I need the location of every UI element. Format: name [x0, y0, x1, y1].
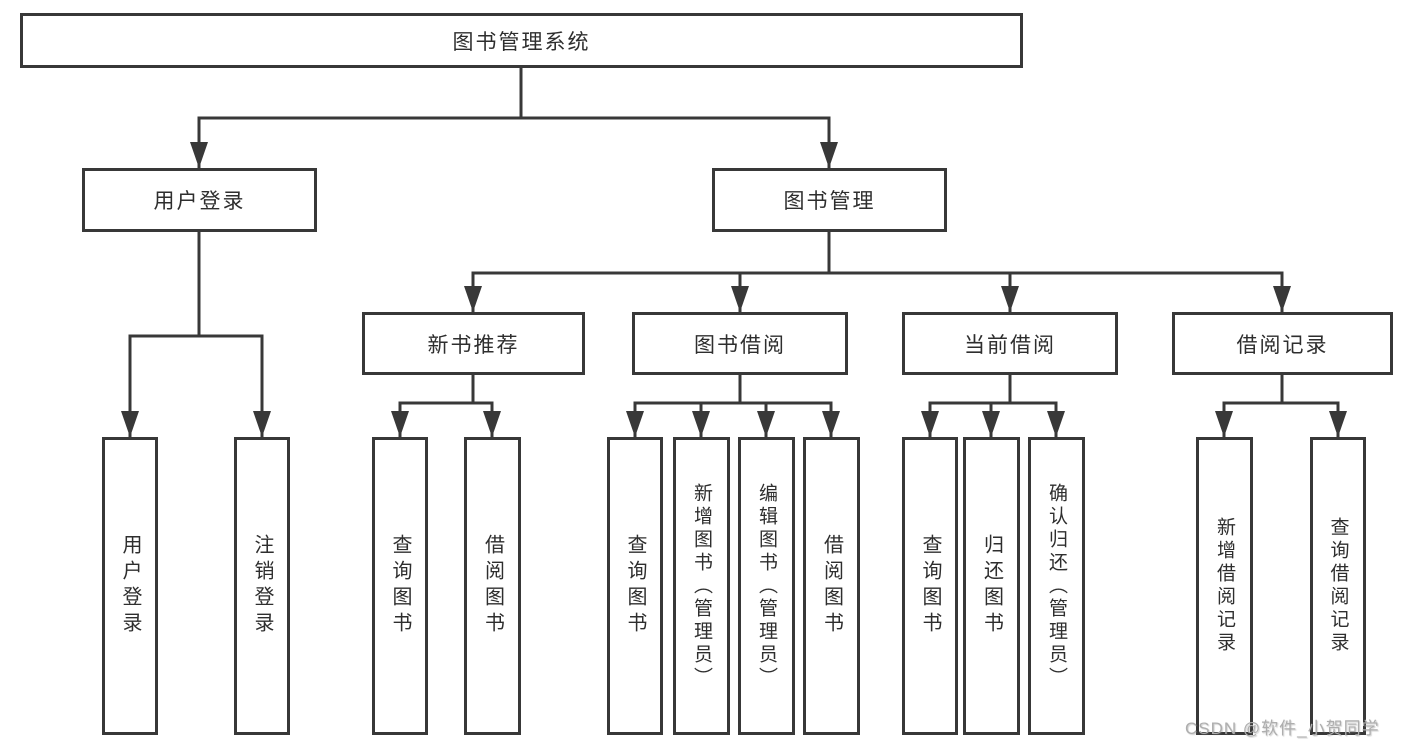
- connector-userlogin-bar: [128, 334, 264, 437]
- node-user-login: 用户登录: [82, 168, 317, 232]
- node-label: 归还图书: [980, 534, 1003, 638]
- node-label: 注销登录: [251, 534, 273, 638]
- node-label: 新增借阅记录: [1214, 517, 1235, 655]
- node-book-borrow: 图书借阅: [632, 312, 848, 375]
- node-label: 编辑图书（管理员）: [756, 482, 777, 690]
- leaf-return-books: 归还图书: [963, 437, 1020, 735]
- node-borrow-records: 借阅记录: [1172, 312, 1393, 375]
- arrowhead: [1329, 411, 1347, 437]
- arrowheads: [121, 142, 1347, 437]
- arrowhead: [692, 411, 710, 437]
- node-label: 借阅图书: [820, 534, 843, 638]
- leaf-logout: 注销登录: [234, 437, 290, 735]
- arrowhead: [731, 286, 749, 312]
- node-label: 图书管理系统: [452, 30, 591, 54]
- node-label: 查询借阅记录: [1327, 517, 1349, 655]
- arrowhead: [1001, 286, 1019, 312]
- arrowhead: [820, 142, 838, 168]
- node-label: 当前借阅: [964, 333, 1056, 357]
- connector-root-bar: [197, 116, 831, 168]
- node-book-management: 图书管理: [712, 168, 947, 232]
- node-label: 查询图书: [389, 534, 411, 638]
- leaf-query-books-recommend: 查询图书: [372, 437, 428, 735]
- node-label: 借阅图书: [481, 534, 504, 638]
- connector-newbook-bar: [398, 401, 494, 437]
- leaf-add-borrow-record: 新增借阅记录: [1196, 437, 1253, 735]
- node-label: 查询图书: [624, 534, 646, 638]
- node-label: 新增图书（管理员）: [691, 482, 712, 690]
- connector-lines: [128, 68, 1340, 437]
- leaf-query-books-borrow: 查询图书: [607, 437, 663, 735]
- node-new-book-recommend: 新书推荐: [362, 312, 585, 375]
- node-label: 借阅记录: [1236, 333, 1329, 357]
- leaf-edit-books-admin: 编辑图书（管理员）: [738, 437, 795, 735]
- leaf-borrow-books: 借阅图书: [803, 437, 860, 735]
- node-current-borrow: 当前借阅: [902, 312, 1118, 375]
- leaf-add-books-admin: 新增图书（管理员）: [673, 437, 730, 735]
- arrowhead: [982, 411, 1000, 437]
- arrowhead: [757, 411, 775, 437]
- node-label: 确认归还（管理员）: [1046, 482, 1067, 690]
- leaf-confirm-return-admin: 确认归还（管理员）: [1028, 437, 1085, 735]
- node-label: 图书管理: [783, 190, 876, 213]
- leaf-user-login: 用户登录: [102, 437, 158, 735]
- node-root-library-system: 图书管理系统: [20, 13, 1023, 68]
- connector-borrow-bar: [633, 401, 833, 437]
- leaf-query-borrow-record: 查询借阅记录: [1310, 437, 1366, 735]
- arrowhead: [921, 411, 939, 437]
- arrowhead: [391, 411, 409, 437]
- node-label: 用户登录: [119, 534, 141, 638]
- node-label: 用户登录: [153, 190, 246, 213]
- arrowhead: [1215, 411, 1233, 437]
- connector-bookmgmt-bar: [471, 271, 1284, 312]
- arrowhead: [253, 411, 271, 437]
- arrowhead: [190, 142, 208, 168]
- arrowhead: [1047, 411, 1065, 437]
- connector-records-bar: [1222, 401, 1340, 437]
- node-label: 查询图书: [919, 534, 941, 638]
- leaf-query-books-current: 查询图书: [902, 437, 958, 735]
- arrowhead: [1273, 286, 1291, 312]
- leaf-borrow-books-recommend: 借阅图书: [464, 437, 521, 735]
- arrowhead: [464, 286, 482, 312]
- arrowhead: [121, 411, 139, 437]
- arrowhead: [626, 411, 644, 437]
- arrowhead: [822, 411, 840, 437]
- arrowhead: [483, 411, 501, 437]
- csdn-watermark: CSDN @软件_小贺同学: [1185, 719, 1380, 738]
- node-label: 图书借阅: [694, 333, 786, 357]
- node-label: 新书推荐: [427, 333, 520, 357]
